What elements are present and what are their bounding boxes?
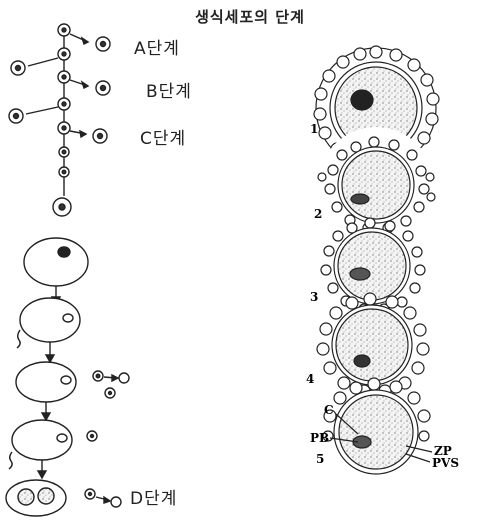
panel-number-2: 2 (314, 207, 322, 221)
oocyte-3 (16, 362, 129, 402)
branch-cells-left (9, 58, 58, 123)
follicle-5 (323, 378, 432, 474)
label-pvs: PVS (432, 456, 459, 470)
label-c: C (324, 403, 334, 417)
oocyte-zygote (6, 480, 121, 516)
panel-number-4: 4 (306, 372, 314, 386)
oocyte-1 (24, 238, 88, 286)
panel-number-3: 3 (310, 290, 318, 304)
left-lineage (6, 24, 129, 516)
column-cells (53, 24, 71, 216)
panel-number-1: 1 (310, 122, 318, 136)
branch-cells-right (70, 34, 110, 143)
oocyte-2 (17, 298, 80, 348)
panel-number-5: 5 (316, 452, 324, 466)
label-pb: PB (310, 431, 329, 445)
oocyte-4 (9, 420, 97, 469)
